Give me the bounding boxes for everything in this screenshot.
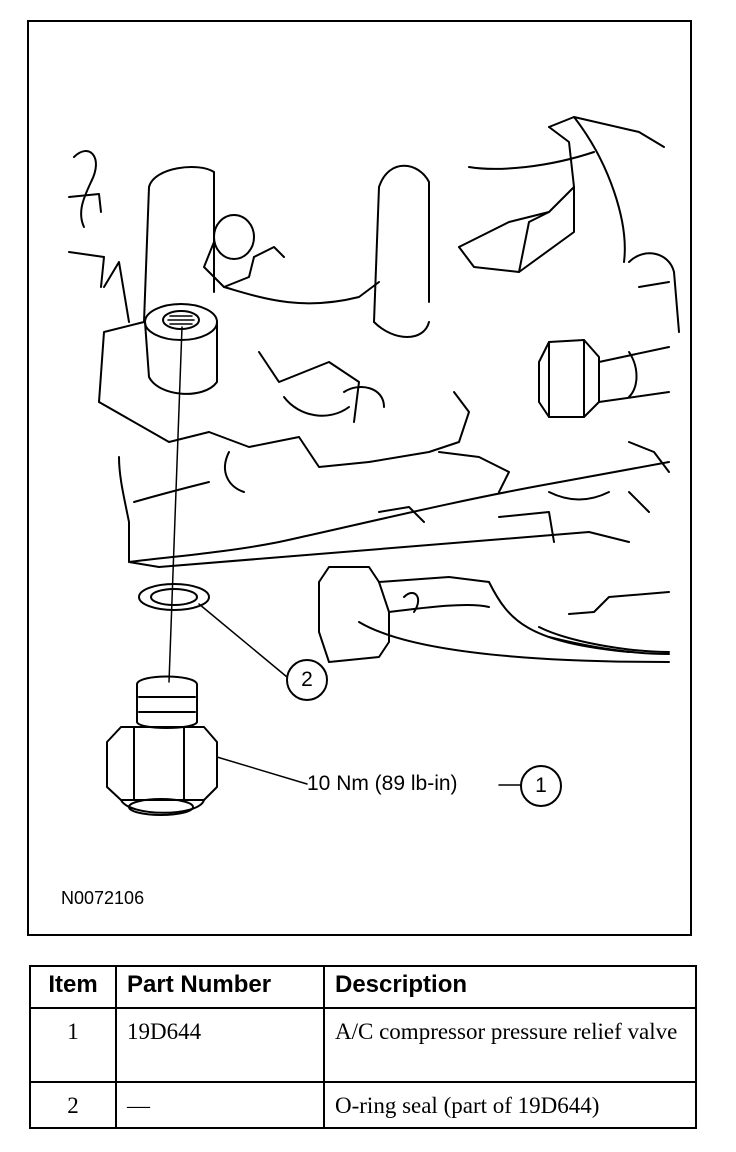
- header-item: Item: [29, 965, 117, 1009]
- header-part-number: Part Number: [115, 965, 325, 1009]
- figure-id: N0072106: [61, 888, 145, 908]
- table-row: 1 19D644 A/C compressor pressure relief …: [29, 1007, 697, 1083]
- illustration-frame: 10 Nm (89 lb-in) 1 2 N0072106: [27, 20, 692, 936]
- header-description: Description: [323, 965, 697, 1009]
- cell-part-number: 19D644: [115, 1007, 325, 1083]
- cell-part-number: —: [115, 1081, 325, 1129]
- parts-table: Item Part Number Description 1 19D644 A/…: [29, 965, 697, 1129]
- torque-spec-label: 10 Nm (89 lb-in): [307, 772, 458, 795]
- callout-2: 2: [286, 659, 328, 701]
- cell-item: 2: [29, 1081, 117, 1129]
- cell-description: A/C compressor pressure relief valve: [323, 1007, 697, 1083]
- table-header-row: Item Part Number Description: [29, 965, 697, 1009]
- cell-description: O-ring seal (part of 19D644): [323, 1081, 697, 1129]
- compressor-line-drawing: [68, 116, 680, 816]
- cell-item: 1: [29, 1007, 117, 1083]
- table-row: 2 — O-ring seal (part of 19D644): [29, 1081, 697, 1129]
- callout-1: 1: [520, 765, 562, 807]
